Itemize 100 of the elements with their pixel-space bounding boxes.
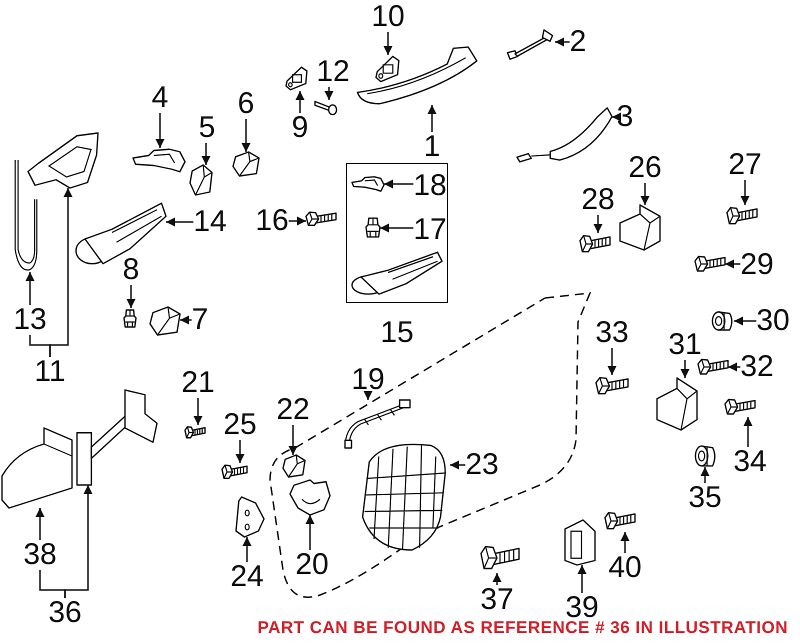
gasket-drawing	[286, 66, 308, 91]
bolt-drawing	[725, 397, 755, 417]
callout-number: 33	[595, 318, 629, 348]
callout-number: 38	[23, 540, 57, 570]
leader-line	[39, 570, 66, 598]
bracket-drawing	[620, 205, 660, 250]
callout-number: 7	[192, 305, 208, 335]
leader-line	[380, 224, 414, 232]
callout-number: 3	[616, 102, 634, 132]
leader-line	[555, 38, 570, 46]
plug-drawing	[712, 311, 734, 331]
note: PART CAN BE FOUND AS REFERENCE # 36 IN ILLUSTRATION	[258, 618, 788, 638]
cover-drawing	[352, 176, 384, 192]
bolt-drawing	[695, 254, 725, 274]
leader-line	[306, 515, 314, 550]
leader-line	[180, 316, 192, 324]
latch-drawing	[290, 480, 330, 515]
screw-drawing	[222, 463, 247, 481]
bolt-drawing	[580, 233, 610, 255]
leader-line	[725, 260, 740, 268]
leader-line	[608, 348, 616, 375]
pin-drawing	[315, 100, 337, 115]
callout-number: 9	[292, 113, 308, 143]
leader-line	[364, 391, 372, 400]
door-check-drawing	[77, 390, 157, 485]
leader-line	[242, 537, 252, 562]
callout-number: 37	[480, 585, 514, 615]
callout-number: 20	[295, 550, 329, 580]
leader-line	[740, 180, 750, 205]
leader-line	[492, 573, 502, 585]
gasket-drawing	[376, 55, 400, 83]
leader-line	[126, 285, 136, 308]
leader-line	[728, 362, 740, 372]
leader-line	[620, 532, 630, 553]
bolt-drawing	[727, 205, 757, 227]
leader-line	[612, 112, 621, 122]
lock-drawing	[28, 133, 98, 188]
callout-number: 12	[316, 57, 350, 87]
leader-line	[734, 316, 756, 326]
callout-number: 31	[668, 330, 702, 360]
handle-cover-drawing	[517, 105, 612, 163]
callout-number: 35	[688, 483, 722, 513]
leader-line	[29, 335, 51, 357]
bolt-drawing	[596, 375, 628, 397]
callout-number: 4	[152, 83, 168, 113]
leader-line	[194, 398, 202, 425]
callout-number: 10	[371, 2, 405, 32]
callout-number: 5	[198, 113, 216, 143]
leader-line	[680, 360, 690, 378]
leader-line	[578, 565, 586, 593]
callout-number: 19	[351, 365, 385, 395]
callout-number: 24	[230, 562, 264, 592]
plug-drawing	[695, 445, 717, 467]
callout-number: 22	[276, 395, 310, 425]
leader-line	[700, 467, 710, 483]
bolt-drawing	[306, 210, 336, 228]
callout-number: 23	[465, 450, 499, 480]
callout-number: 17	[413, 215, 447, 245]
clip-drawing	[283, 455, 305, 477]
leader-line	[156, 113, 164, 148]
cap-drawing	[190, 165, 212, 195]
clip-drawing	[366, 216, 380, 238]
leader-line	[242, 119, 250, 152]
callout-number: 2	[570, 27, 586, 57]
screw-drawing	[185, 425, 205, 440]
callout-number: 40	[608, 553, 642, 583]
leader-line	[450, 460, 466, 470]
callout-number: 21	[181, 368, 215, 398]
leader-line	[384, 180, 414, 188]
leader-line	[384, 32, 392, 55]
leader-line	[296, 91, 304, 113]
cover-drawing	[2, 428, 72, 508]
leader-line	[594, 215, 602, 233]
leader-line	[26, 272, 34, 305]
leader-line	[744, 417, 752, 447]
callout-number: 30	[756, 306, 790, 336]
clip-drawing	[124, 308, 136, 328]
callout-number: 27	[728, 150, 762, 180]
bolt-drawing	[698, 357, 728, 377]
callout-number: 6	[238, 89, 254, 119]
callout-number: 14	[193, 207, 227, 237]
callout-number: 36	[48, 598, 82, 628]
bracket-drawing	[657, 378, 697, 430]
callout-number: 13	[13, 305, 47, 335]
leader-line	[288, 216, 306, 226]
bumper-drawing	[565, 520, 595, 565]
callout-number: 1	[424, 132, 440, 162]
callout-number: 18	[413, 171, 447, 201]
leader-line	[202, 143, 210, 165]
cap-drawing	[150, 307, 180, 335]
leader-line	[640, 183, 650, 205]
callout-number: 8	[122, 255, 140, 285]
bolt-drawing	[605, 510, 635, 532]
callout-number: 25	[223, 410, 257, 440]
callout-number: 26	[628, 153, 662, 183]
callout-number: 11	[34, 357, 66, 387]
leader-line	[288, 425, 298, 455]
striker-plate-drawing	[236, 497, 264, 537]
cap-drawing	[233, 152, 259, 176]
callout-number: 15	[380, 318, 414, 348]
